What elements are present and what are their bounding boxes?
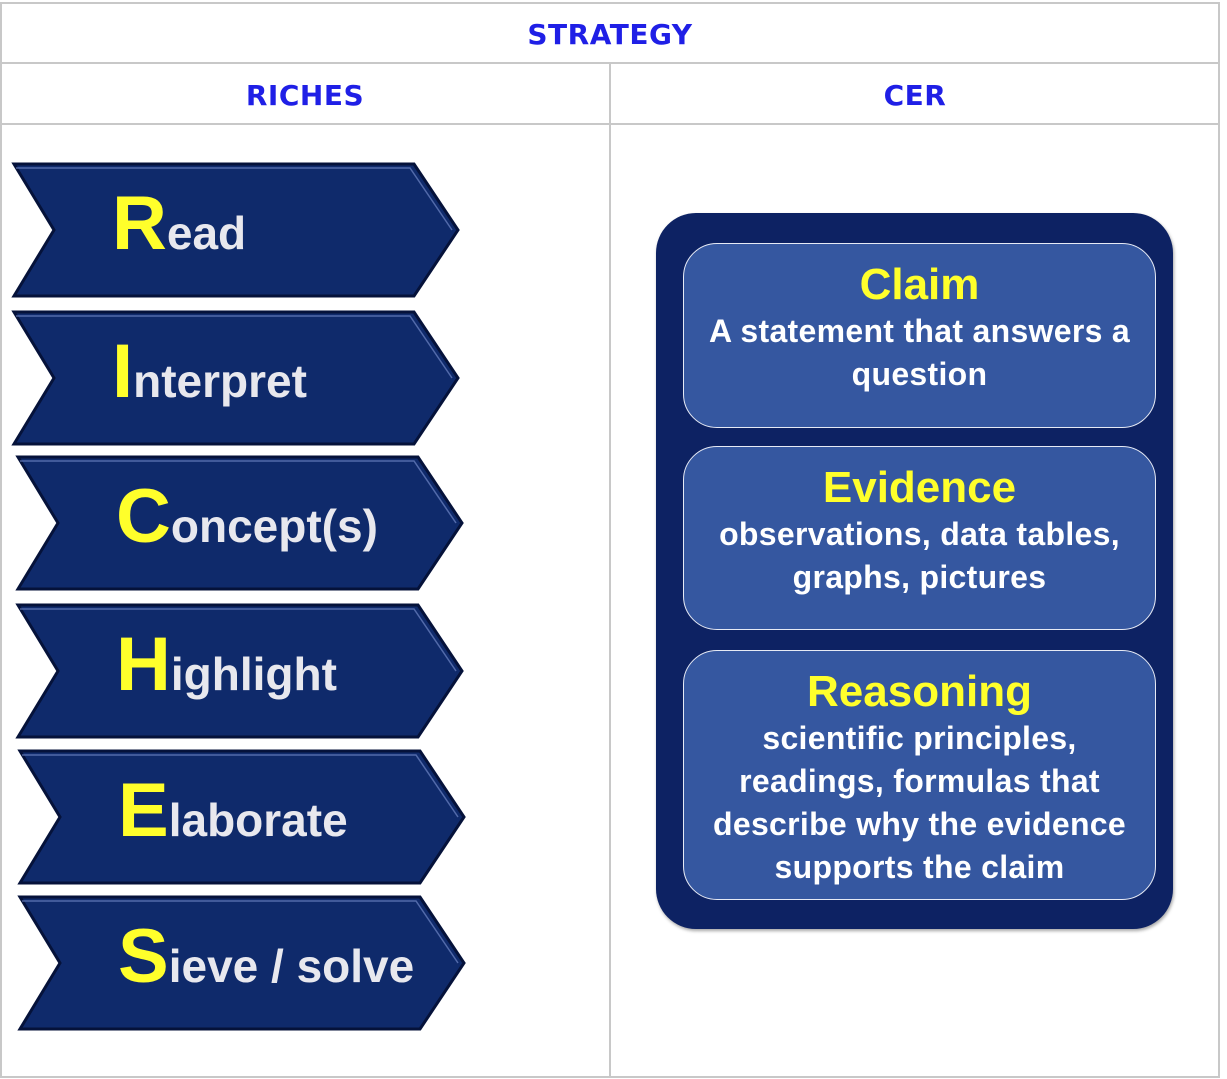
cer-claim-description: A statement that answers a question	[709, 313, 1130, 393]
riches-rest: laborate	[168, 794, 348, 846]
table-border-left	[0, 2, 2, 1078]
riches-rest: ieve / solve	[168, 940, 415, 992]
riches-rest: ead	[166, 207, 247, 259]
riches-word: Sieve / solve	[118, 919, 414, 995]
table-header-strategy: STRATEGY	[527, 18, 693, 51]
cer-evidence-description: observations, data tables, graphs, pictu…	[719, 516, 1120, 596]
cer-claim-box: Claim A statement that answers a questio…	[683, 243, 1156, 428]
table-border-top	[0, 2, 1220, 4]
riches-initial: S	[118, 914, 169, 999]
cer-claim-title: Claim	[859, 260, 980, 309]
riches-item-elaborate: Elaborate	[14, 747, 474, 887]
chevron-shape	[11, 310, 460, 446]
riches-item-highlight: Highlight	[12, 601, 472, 741]
riches-rest: ighlight	[170, 648, 337, 700]
riches-word: Highlight	[116, 627, 337, 703]
cer-evidence-title: Evidence	[822, 463, 1017, 512]
riches-initial: R	[112, 181, 167, 266]
riches-rest: oncept(s)	[170, 500, 378, 552]
riches-item-concepts: Concept(s)	[12, 453, 472, 593]
riches-initial: H	[116, 622, 171, 707]
riches-word: Concept(s)	[116, 479, 378, 555]
cer-evidence-box: Evidence observations, data tables, grap…	[683, 446, 1156, 630]
riches-word: Read	[112, 186, 246, 262]
column-header-riches: RICHES	[245, 79, 365, 112]
riches-initial: I	[112, 329, 134, 414]
chevron-shape	[11, 162, 460, 298]
riches-rest: nterpret	[133, 355, 307, 407]
riches-word: Elaborate	[118, 773, 348, 849]
cer-reasoning-title: Reasoning	[807, 667, 1032, 716]
table-border-right	[1218, 2, 1220, 1078]
riches-item-read: Read	[8, 160, 468, 300]
riches-item-interpret: Interpret	[8, 308, 468, 448]
cer-reasoning-box: Reasoning scientific principles, reading…	[683, 650, 1156, 900]
riches-initial: C	[116, 474, 171, 559]
chevron-shape	[17, 749, 466, 885]
cer-reasoning-description: scientific principles, readings, formula…	[713, 720, 1126, 886]
riches-item-sieve-solve: Sieve / solve	[14, 893, 474, 1033]
column-header-cer: CER	[883, 79, 947, 112]
riches-initial: E	[118, 768, 169, 853]
chevron-shape	[15, 603, 464, 739]
chevron-shape	[15, 455, 464, 591]
table-column-divider	[609, 62, 611, 1078]
riches-word: Interpret	[112, 334, 307, 410]
chevron-shape	[17, 895, 466, 1031]
